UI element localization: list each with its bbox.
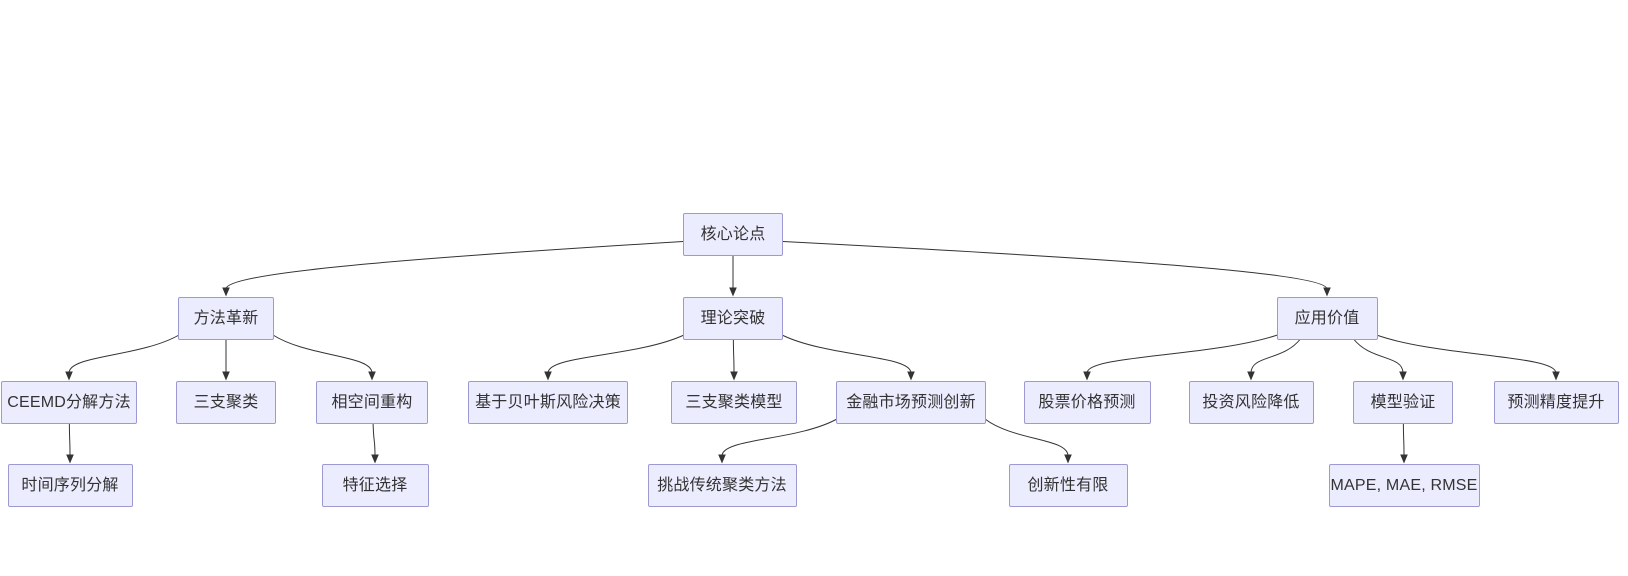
- edge-theory-to-bayes: [547, 334, 685, 374]
- arrowhead-core-to-method: [222, 287, 230, 297]
- node-method: 方法革新: [178, 297, 274, 340]
- node-feature: 特征选择: [321, 464, 429, 507]
- node-metrics: MAPE, MAE, RMSE: [1328, 464, 1480, 507]
- node-bayes: 基于贝叶斯风险决策: [468, 381, 628, 424]
- edge-method-to-ceemd: [68, 334, 180, 374]
- edge-finance-to-limited: [984, 418, 1069, 457]
- node-invest: 投资风险降低: [1188, 381, 1314, 424]
- arrowhead-theory-to-finance: [907, 371, 915, 381]
- arrowhead-method-to-three-way: [222, 371, 230, 381]
- arrowhead-theory-to-bayes: [544, 371, 552, 381]
- arrowhead-application-to-model-validation: [1399, 371, 1407, 381]
- node-theory: 理论突破: [683, 297, 783, 340]
- node-model-validation: 模型验证: [1353, 381, 1453, 424]
- edge-model-validation-to-metrics: [1402, 422, 1405, 457]
- arrowhead-core-to-theory: [729, 287, 737, 297]
- edge-application-to-stock: [1086, 334, 1278, 374]
- arrowhead-theory-to-three-way-model: [730, 371, 738, 381]
- arrowhead-application-to-precision: [1552, 371, 1560, 381]
- arrowhead-method-to-phase-space: [368, 371, 376, 381]
- node-challenge: 挑战传统聚类方法: [647, 464, 797, 507]
- edge-theory-to-finance: [781, 334, 912, 374]
- arrowhead-phase-space-to-feature: [371, 454, 379, 464]
- node-precision: 预测精度提升: [1493, 381, 1619, 424]
- node-three-way-model: 三支聚类模型: [671, 381, 797, 424]
- edge-phase-space-to-feature: [372, 422, 376, 457]
- edge-method-to-phase-space: [272, 334, 373, 374]
- edge-application-to-model-validation: [1353, 338, 1404, 374]
- arrowhead-core-to-application: [1323, 287, 1331, 297]
- edge-finance-to-challenge: [721, 418, 838, 457]
- edge-application-to-invest: [1250, 338, 1301, 374]
- edge-core-to-method: [225, 241, 684, 290]
- edge-theory-to-three-way-model: [732, 338, 735, 374]
- arrowhead-finance-to-limited: [1064, 454, 1072, 464]
- node-phase-space: 相空间重构: [316, 381, 428, 424]
- arrowhead-ceemd-to-time-series: [66, 454, 74, 464]
- arrowhead-application-to-stock: [1083, 371, 1091, 381]
- node-stock: 股票价格预测: [1023, 381, 1151, 424]
- node-finance: 金融市场预测创新: [836, 381, 986, 424]
- arrowhead-method-to-ceemd: [65, 371, 73, 381]
- node-three-way: 三支聚类: [176, 381, 276, 424]
- edge-core-to-application: [782, 241, 1328, 290]
- edge-application-to-precision: [1376, 334, 1557, 374]
- node-application: 应用价值: [1276, 297, 1378, 340]
- node-limited: 创新性有限: [1008, 464, 1128, 507]
- arrowhead-finance-to-challenge: [718, 454, 726, 464]
- arrowhead-application-to-invest: [1247, 371, 1255, 381]
- edge-ceemd-to-time-series: [68, 422, 71, 457]
- node-core: 核心论点: [683, 213, 783, 256]
- arrowhead-model-validation-to-metrics: [1400, 454, 1408, 464]
- node-time-series: 时间序列分解: [7, 464, 133, 507]
- node-ceemd: CEEMD分解方法: [1, 381, 137, 424]
